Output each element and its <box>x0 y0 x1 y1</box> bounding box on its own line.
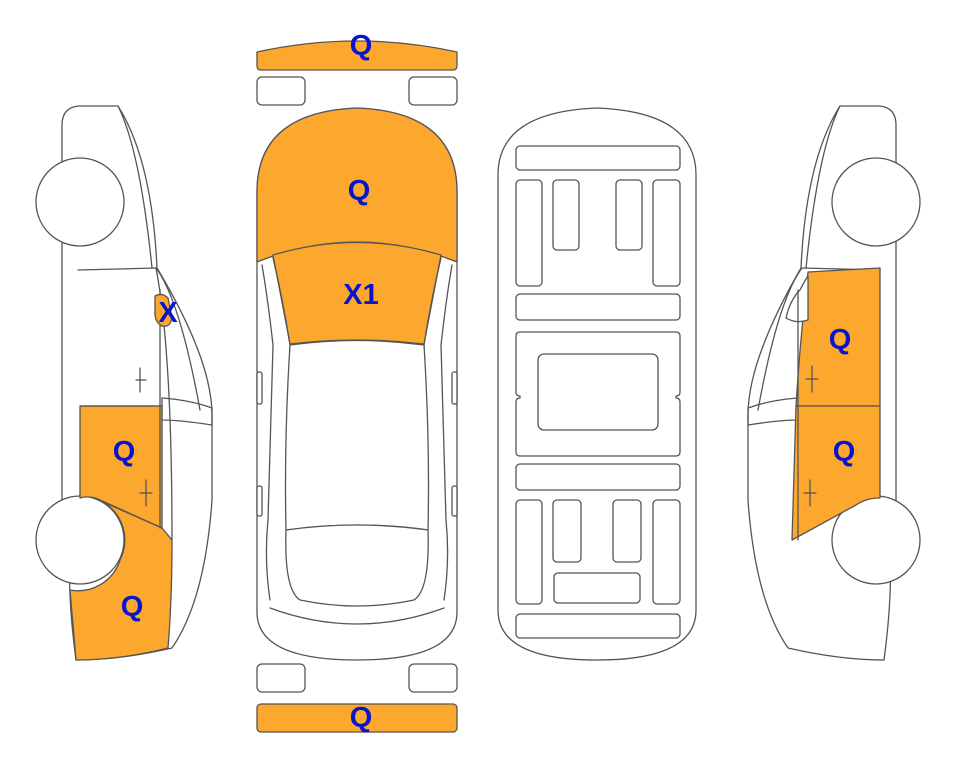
right-mirror-top <box>451 371 458 405</box>
right-front-door-label: Q <box>829 324 852 356</box>
under-rear-right-inner <box>612 499 642 563</box>
right-roofline <box>805 105 841 269</box>
under-cross-bar-2 <box>515 463 681 491</box>
right-a-pillar <box>440 264 453 601</box>
left-roofline <box>117 105 153 269</box>
left-rear-door-label: Q <box>113 436 136 468</box>
left-side-view: X Q Q <box>35 105 213 661</box>
right-body-crease <box>423 257 442 521</box>
right-side-view: Q Q <box>747 105 921 661</box>
under-rear-right-rail <box>652 499 681 605</box>
left-rear-quarter-panel <box>69 497 173 661</box>
right-rear-door-label: Q <box>833 436 856 468</box>
front-bumper-label: Q <box>350 30 373 62</box>
under-center-plate <box>537 353 659 431</box>
roof-panel <box>284 339 430 531</box>
left-headlight-pad <box>256 76 306 106</box>
under-rear-box <box>553 572 641 604</box>
under-front-bar <box>515 145 681 171</box>
right-headlight-pad <box>408 76 458 106</box>
left-rear-quarter-label: Q <box>121 591 144 623</box>
trunk-line <box>269 607 445 625</box>
left-handle-top <box>256 485 263 517</box>
left-window-line <box>77 267 201 411</box>
right-window-line <box>757 267 881 411</box>
under-front-left-rail <box>515 179 543 287</box>
right-rear-door-panel <box>791 405 881 541</box>
right-rear-glass <box>747 397 799 426</box>
under-rear-left-inner <box>552 499 582 563</box>
left-front-wheel <box>35 157 125 247</box>
rear-bumper-panel <box>256 703 458 733</box>
left-mirror-panel <box>154 293 173 327</box>
rear-bumper-label: Q <box>350 702 373 734</box>
right-front-handle <box>805 365 819 393</box>
under-rear-bar <box>515 613 681 639</box>
left-body-crease <box>272 257 291 521</box>
under-front-right-rail <box>652 179 681 287</box>
right-front-wheel <box>831 157 921 247</box>
right-taillight-pad <box>408 663 458 693</box>
left-rear-wheel <box>35 495 125 585</box>
windshield-label: X1 <box>343 279 378 311</box>
under-front-right-inner <box>615 179 643 251</box>
rear-window <box>285 524 429 607</box>
right-rear-handle <box>803 479 817 507</box>
left-taillight-pad <box>256 663 306 693</box>
left-rear-handle <box>139 479 153 507</box>
top-view: Q Q X1 Q <box>256 30 458 734</box>
under-rear-left-rail <box>515 499 543 605</box>
hood-label: Q <box>348 175 371 207</box>
front-bumper-panel <box>256 40 458 71</box>
left-mirror-top <box>256 371 263 405</box>
left-front-handle <box>135 367 147 393</box>
underbody-view <box>497 107 697 661</box>
under-front-left-inner <box>552 179 580 251</box>
left-a-pillar <box>261 264 274 601</box>
under-cross-bar-1 <box>515 293 681 321</box>
left-mirror-label: X <box>158 297 178 329</box>
right-handle-top <box>451 485 458 517</box>
